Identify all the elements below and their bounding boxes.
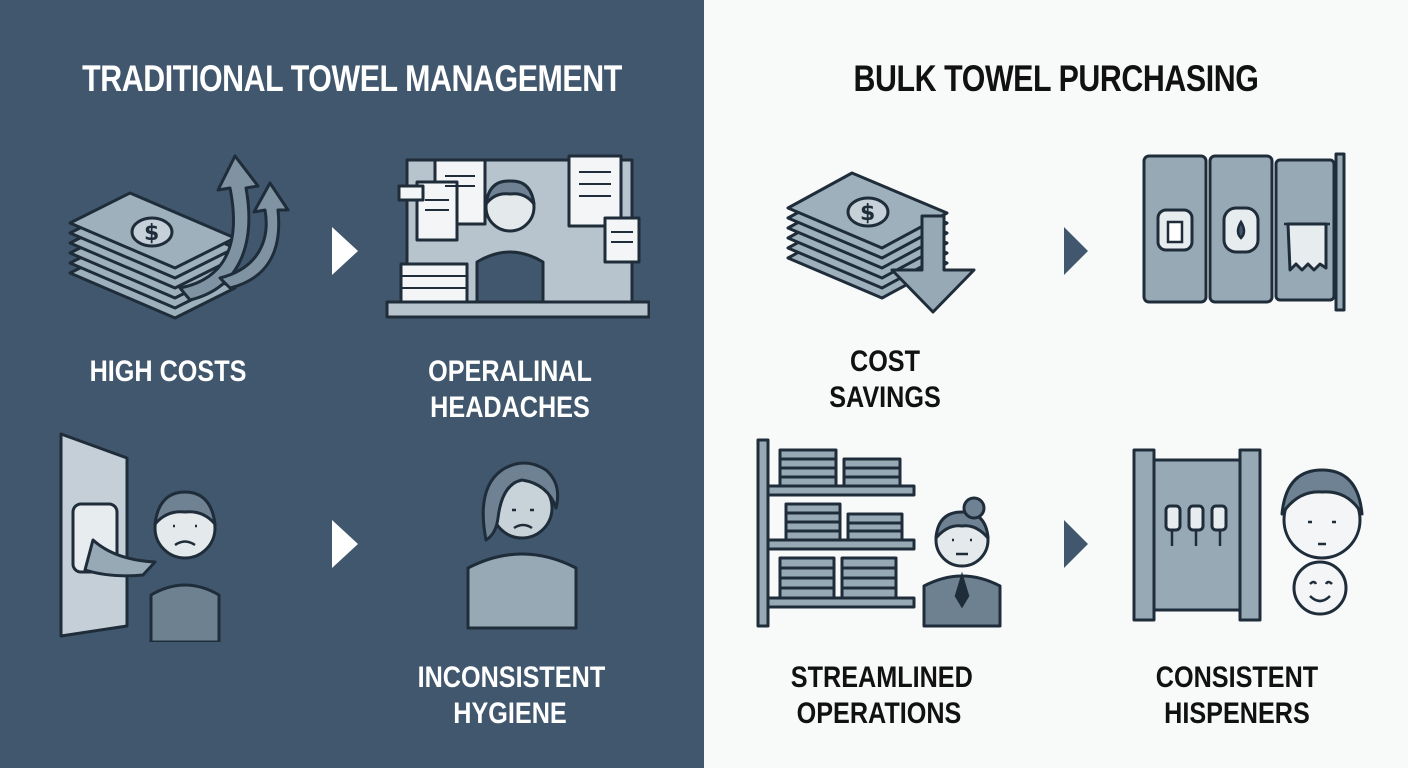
consistent-dispensers-label: CONSISTENT HISPENERS xyxy=(1155,661,1319,730)
svg-text:$: $ xyxy=(144,221,159,246)
traditional-title: TRADITIONAL TOWEL MANAGEMENT xyxy=(82,58,622,99)
high-costs-label: HIGH COSTS xyxy=(89,355,247,388)
empty-dispenser-sad-child-icon xyxy=(59,432,221,642)
traditional-panel: TRADITIONAL TOWEL MANAGEMENT $ HIGH COST… xyxy=(0,0,704,768)
worried-person-icon xyxy=(466,461,578,630)
operational-headaches-label: OPERALINAL HEADACHES xyxy=(428,355,592,424)
money-down-arrow-icon: $ xyxy=(786,171,976,314)
bulk-panel: BULK TOWEL PURCHASING $ COST SAVINGS xyxy=(704,0,1408,768)
bulk-title: BULK TOWEL PURCHASING xyxy=(853,58,1259,99)
money-up-arrows-icon: $ xyxy=(68,154,290,320)
inconsistent-hygiene-label: INCONSISTENT HYGIENE xyxy=(417,661,606,730)
stocked-shelves-worker-icon xyxy=(756,438,1002,628)
arrow-right-icon xyxy=(1064,520,1088,568)
arrow-right-icon xyxy=(1064,227,1088,275)
towel-dispensers-icon xyxy=(1142,152,1346,312)
arrow-right-icon xyxy=(332,520,358,568)
streamlined-operations-label: STREAMLINED OPERATIONS xyxy=(790,661,973,730)
svg-text:$: $ xyxy=(860,201,875,226)
cost-savings-label: COST SAVINGS xyxy=(829,345,941,414)
arrow-right-icon xyxy=(332,227,358,275)
clean-restroom-happy-faces-icon xyxy=(1132,448,1364,622)
stressed-office-worker-icon xyxy=(385,154,650,319)
